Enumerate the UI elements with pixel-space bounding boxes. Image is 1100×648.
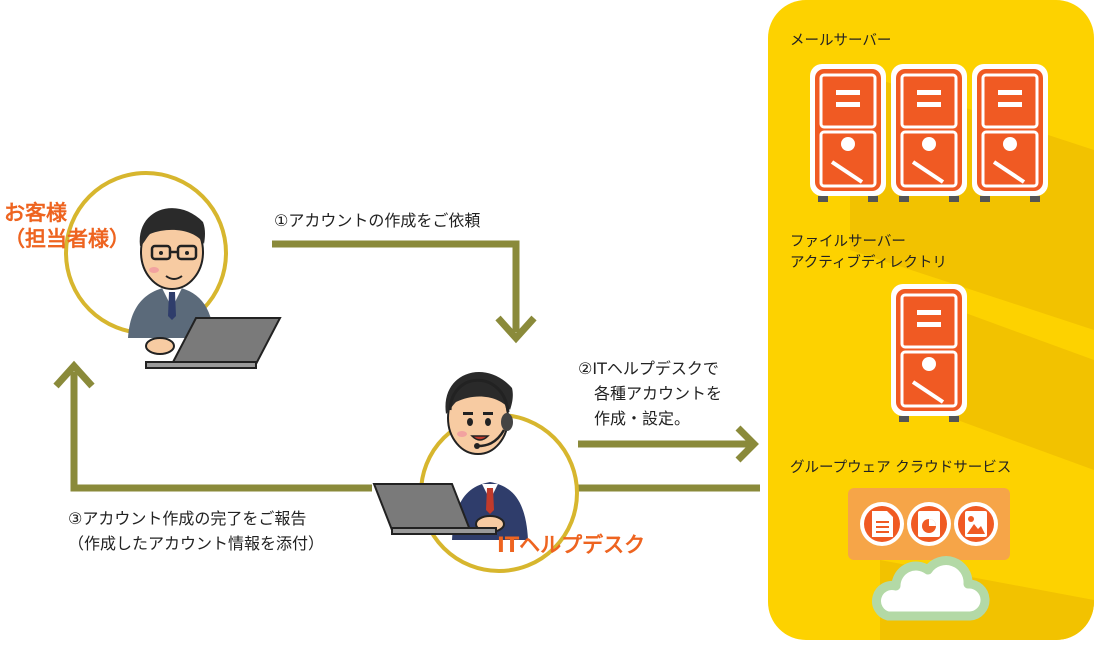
- helpdesk-illustration: [372, 371, 579, 573]
- pie-chart-icon: [907, 502, 951, 546]
- groupware-label: グループウェア クラウドサービス: [790, 460, 1012, 476]
- request-arrow: [272, 240, 520, 332]
- server-tower-icon: [970, 62, 1050, 204]
- image-icon: [954, 502, 998, 546]
- file-server-label: ファイルサーバー アクティブディレクトリ: [790, 234, 947, 272]
- step3-label: ③アカウント作成の完了をご報告 （作成したアカウント情報を添付）: [68, 509, 325, 553]
- request-arrowhead: [495, 315, 537, 344]
- document-icon: [860, 502, 904, 546]
- report-arrowhead: [53, 360, 95, 389]
- step2-label: ②ITヘルプデスクで 各種アカウントを 作成・設定。: [578, 359, 723, 428]
- customer-illustration: [64, 171, 282, 369]
- server-tower-icon: [889, 282, 969, 424]
- mail-server-group: [808, 62, 1050, 204]
- groupware-tray: [848, 488, 1010, 560]
- server-tower-icon: [808, 62, 888, 204]
- flow-arrows: [53, 240, 760, 492]
- server-tower-icon: [889, 62, 969, 204]
- cloud-icon: [872, 556, 990, 621]
- mail-server-label: メールサーバー: [790, 33, 892, 49]
- customer-label: お客様 （担当者様）: [4, 201, 130, 252]
- helpdesk-label: ITヘルプデスク: [497, 533, 646, 557]
- provision-arrowhead: [735, 425, 759, 463]
- report-arrow: [70, 372, 372, 492]
- step1-label: ①アカウントの作成をご依頼: [274, 211, 481, 230]
